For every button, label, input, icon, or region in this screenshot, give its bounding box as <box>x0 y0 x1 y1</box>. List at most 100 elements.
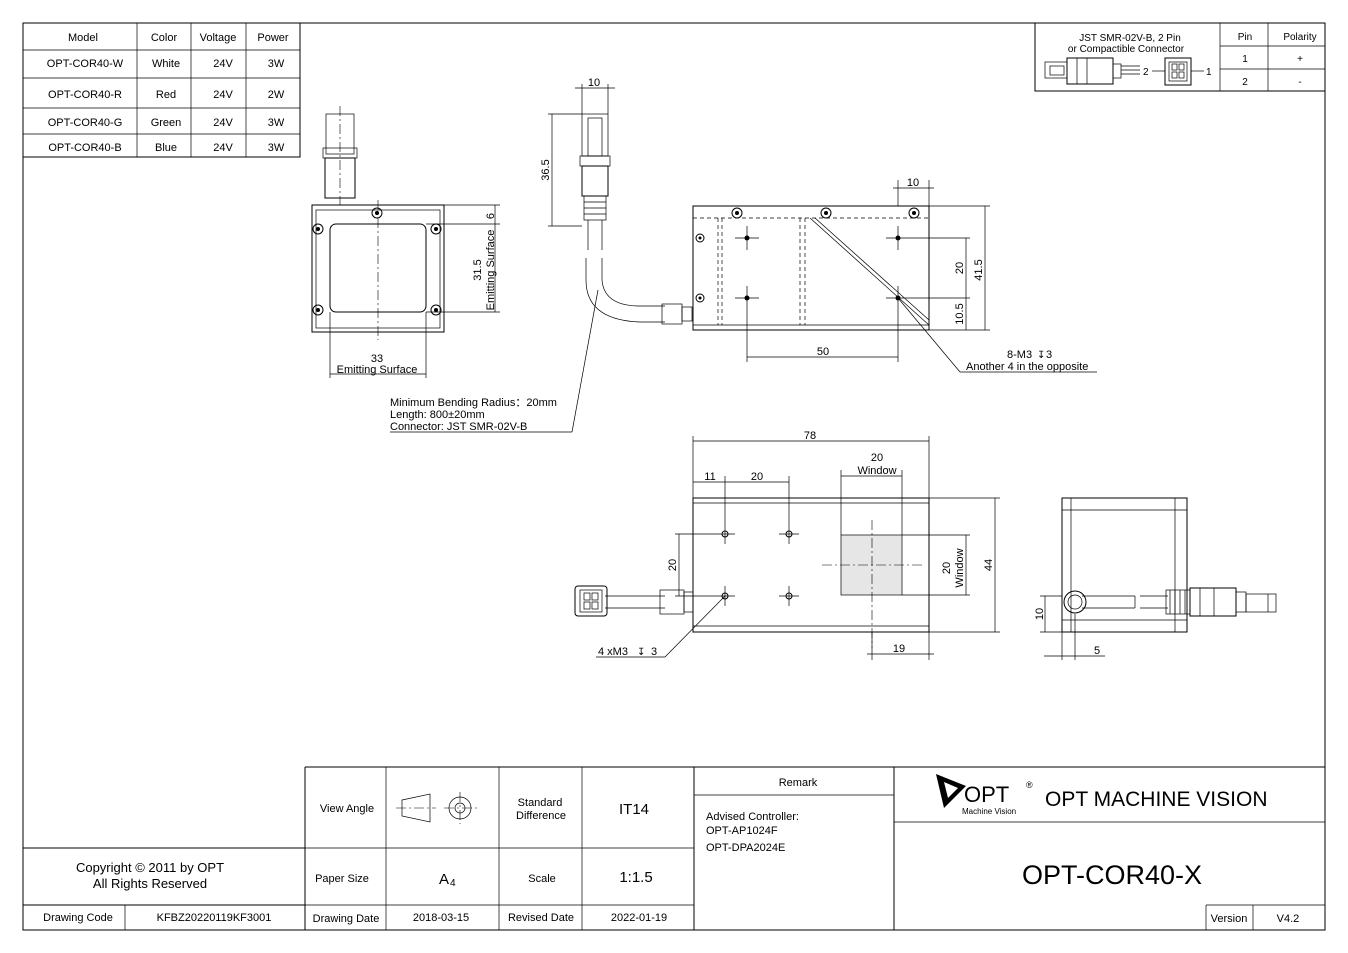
copyright-line2: All Rights Reserved <box>93 876 207 891</box>
connector-table: JST SMR-02V-B, 2 Pin or Compactible Conn… <box>1034 22 1326 92</box>
model-table-cell: White <box>152 58 180 70</box>
bottom-screw-depth: 3 <box>651 646 657 658</box>
version-label: Version <box>1211 913 1248 925</box>
side-dim-41-5: 41.5 <box>973 259 985 280</box>
model-table-header-power: Power <box>257 32 289 44</box>
connector-header-pin: Pin <box>1238 32 1252 43</box>
model-table: Model Color Voltage Power OPT-COR40-W Wh… <box>22 22 301 158</box>
drawing-date-label: Drawing Date <box>313 913 380 925</box>
depth-icon: ↧ <box>637 647 645 658</box>
cable-note-bend-radius: Minimum Bending Radius：20mm <box>390 397 557 409</box>
revised-date-label: Revised Date <box>508 912 574 924</box>
front-emitting-surface-vertical: Emitting Surface <box>485 230 497 311</box>
cable-note-connector: Connector: JST SMR-02V-B <box>390 421 527 433</box>
drawing-code-label: Drawing Code <box>43 912 113 924</box>
model-table-cell: 3W <box>268 142 285 154</box>
bottom-screw-note: 4 xM3 <box>598 646 628 658</box>
model-table-cell: Blue <box>155 142 177 154</box>
front-dim-6: 6 <box>485 213 497 219</box>
model-table-cell: Red <box>156 89 176 101</box>
cable-note-leader <box>390 289 599 433</box>
connector-pin-1-label: 1 <box>1206 67 1212 78</box>
standard-difference-label-line2: Difference <box>516 810 566 822</box>
opt-logo-icon <box>936 774 966 808</box>
model-table-cell: 24V <box>213 142 233 154</box>
bottom-dim-20-pitch: 20 <box>751 471 763 483</box>
bottom-dim-20-left: 20 <box>667 559 679 571</box>
model-table-cell: OPT-COR40-B <box>48 142 121 154</box>
bottom-dim-20-window-vertical: 20 <box>941 562 953 574</box>
model-table-cell: 24V <box>213 58 233 70</box>
first-angle-projection-icon <box>396 792 478 824</box>
paper-size-value: A <box>439 871 449 888</box>
view-angle-label: View Angle <box>320 803 374 815</box>
side-dim-10-right: 10 <box>907 177 919 189</box>
model-table-header-voltage: Voltage <box>200 32 237 44</box>
side-view <box>548 84 1097 373</box>
cable-note-length: Length: 800±20mm <box>390 409 485 421</box>
connector-cell: + <box>1297 54 1303 65</box>
bottom-dim-44: 44 <box>983 559 995 571</box>
model-table-header-model: Model <box>68 32 98 44</box>
model-table-cell: Green <box>151 117 182 129</box>
jst-connector-icon <box>1044 57 1204 86</box>
end-dim-5: 5 <box>1094 645 1100 657</box>
scale-label: Scale <box>528 873 556 885</box>
model-table-cell: 3W <box>268 58 285 70</box>
version-value: V4.2 <box>1277 913 1300 925</box>
connector-title-line1: JST SMR-02V-B, 2 Pin <box>1079 33 1181 44</box>
title-block <box>23 766 1325 930</box>
side-dim-10-5: 10.5 <box>954 303 966 324</box>
drawing-code-value: KFBZ20220119KF3001 <box>157 912 272 924</box>
bottom-dim-78: 78 <box>804 430 816 442</box>
model-table-cell: 2W <box>268 89 285 101</box>
model-table-cell: 24V <box>213 117 233 129</box>
model-table-cell: OPT-COR40-G <box>48 117 123 129</box>
remark-label: Remark <box>779 777 818 789</box>
bottom-view <box>574 436 1000 660</box>
depth-icon: ↧ <box>1037 350 1045 361</box>
bottom-window-label-vertical: Window <box>954 548 966 587</box>
company-name: OPT MACHINE VISION <box>1045 788 1267 811</box>
connector-title-line2: or Compactible Connector <box>1068 44 1185 55</box>
remark-line2: OPT-AP1024F <box>706 825 778 837</box>
bottom-dim-11: 11 <box>704 471 715 483</box>
end-dim-10: 10 <box>1034 608 1046 620</box>
front-view <box>311 106 500 378</box>
side-dim-10-top: 10 <box>588 77 600 89</box>
side-screw-note: 8-M3 <box>1007 349 1032 361</box>
bottom-dim-19: 19 <box>893 643 905 655</box>
model-table-cell: 3W <box>268 117 285 129</box>
remark-line1: Advised Controller: <box>706 811 799 823</box>
bottom-dim-20-window: 20 <box>871 452 883 464</box>
connector-cell: - <box>1298 77 1301 88</box>
model-table-cell: OPT-COR40-R <box>48 89 122 101</box>
sheet-border <box>22 22 1326 931</box>
side-dim-20: 20 <box>954 262 966 274</box>
side-dim-36-5: 36.5 <box>540 159 552 180</box>
side-screw-depth: 3 <box>1046 349 1052 361</box>
standard-difference-label-line1: Standard <box>518 797 563 809</box>
model-name: OPT-COR40-X <box>1022 860 1202 890</box>
end-view <box>1040 497 1277 660</box>
connector-cell: 1 <box>1242 54 1248 65</box>
logo-registered: ® <box>1026 780 1033 790</box>
paper-size-sub: 4 <box>450 878 456 889</box>
copyright-line1: Copyright © 2011 by OPT <box>76 860 224 875</box>
logo-text: OPT <box>964 782 1009 807</box>
remark-line3: OPT-DPA2024E <box>706 842 785 854</box>
connector-cell: 2 <box>1242 77 1248 88</box>
standard-difference-value: IT14 <box>619 801 649 818</box>
scale-value: 1:1.5 <box>619 869 652 886</box>
front-dim-33: 33 <box>371 353 383 365</box>
logo-subtitle: Machine Vision <box>962 807 1016 816</box>
model-table-cell: 24V <box>213 89 233 101</box>
front-emitting-surface-horizontal: Emitting Surface <box>337 364 418 376</box>
side-dim-50: 50 <box>817 346 829 358</box>
drawing-date-value: 2018-03-15 <box>413 912 469 924</box>
bottom-window-label: Window <box>857 465 896 477</box>
paper-size-label: Paper Size <box>315 873 369 885</box>
model-table-cell: OPT-COR40-W <box>47 58 124 70</box>
side-screw-note-opposite: Another 4 in the opposite <box>966 361 1088 373</box>
